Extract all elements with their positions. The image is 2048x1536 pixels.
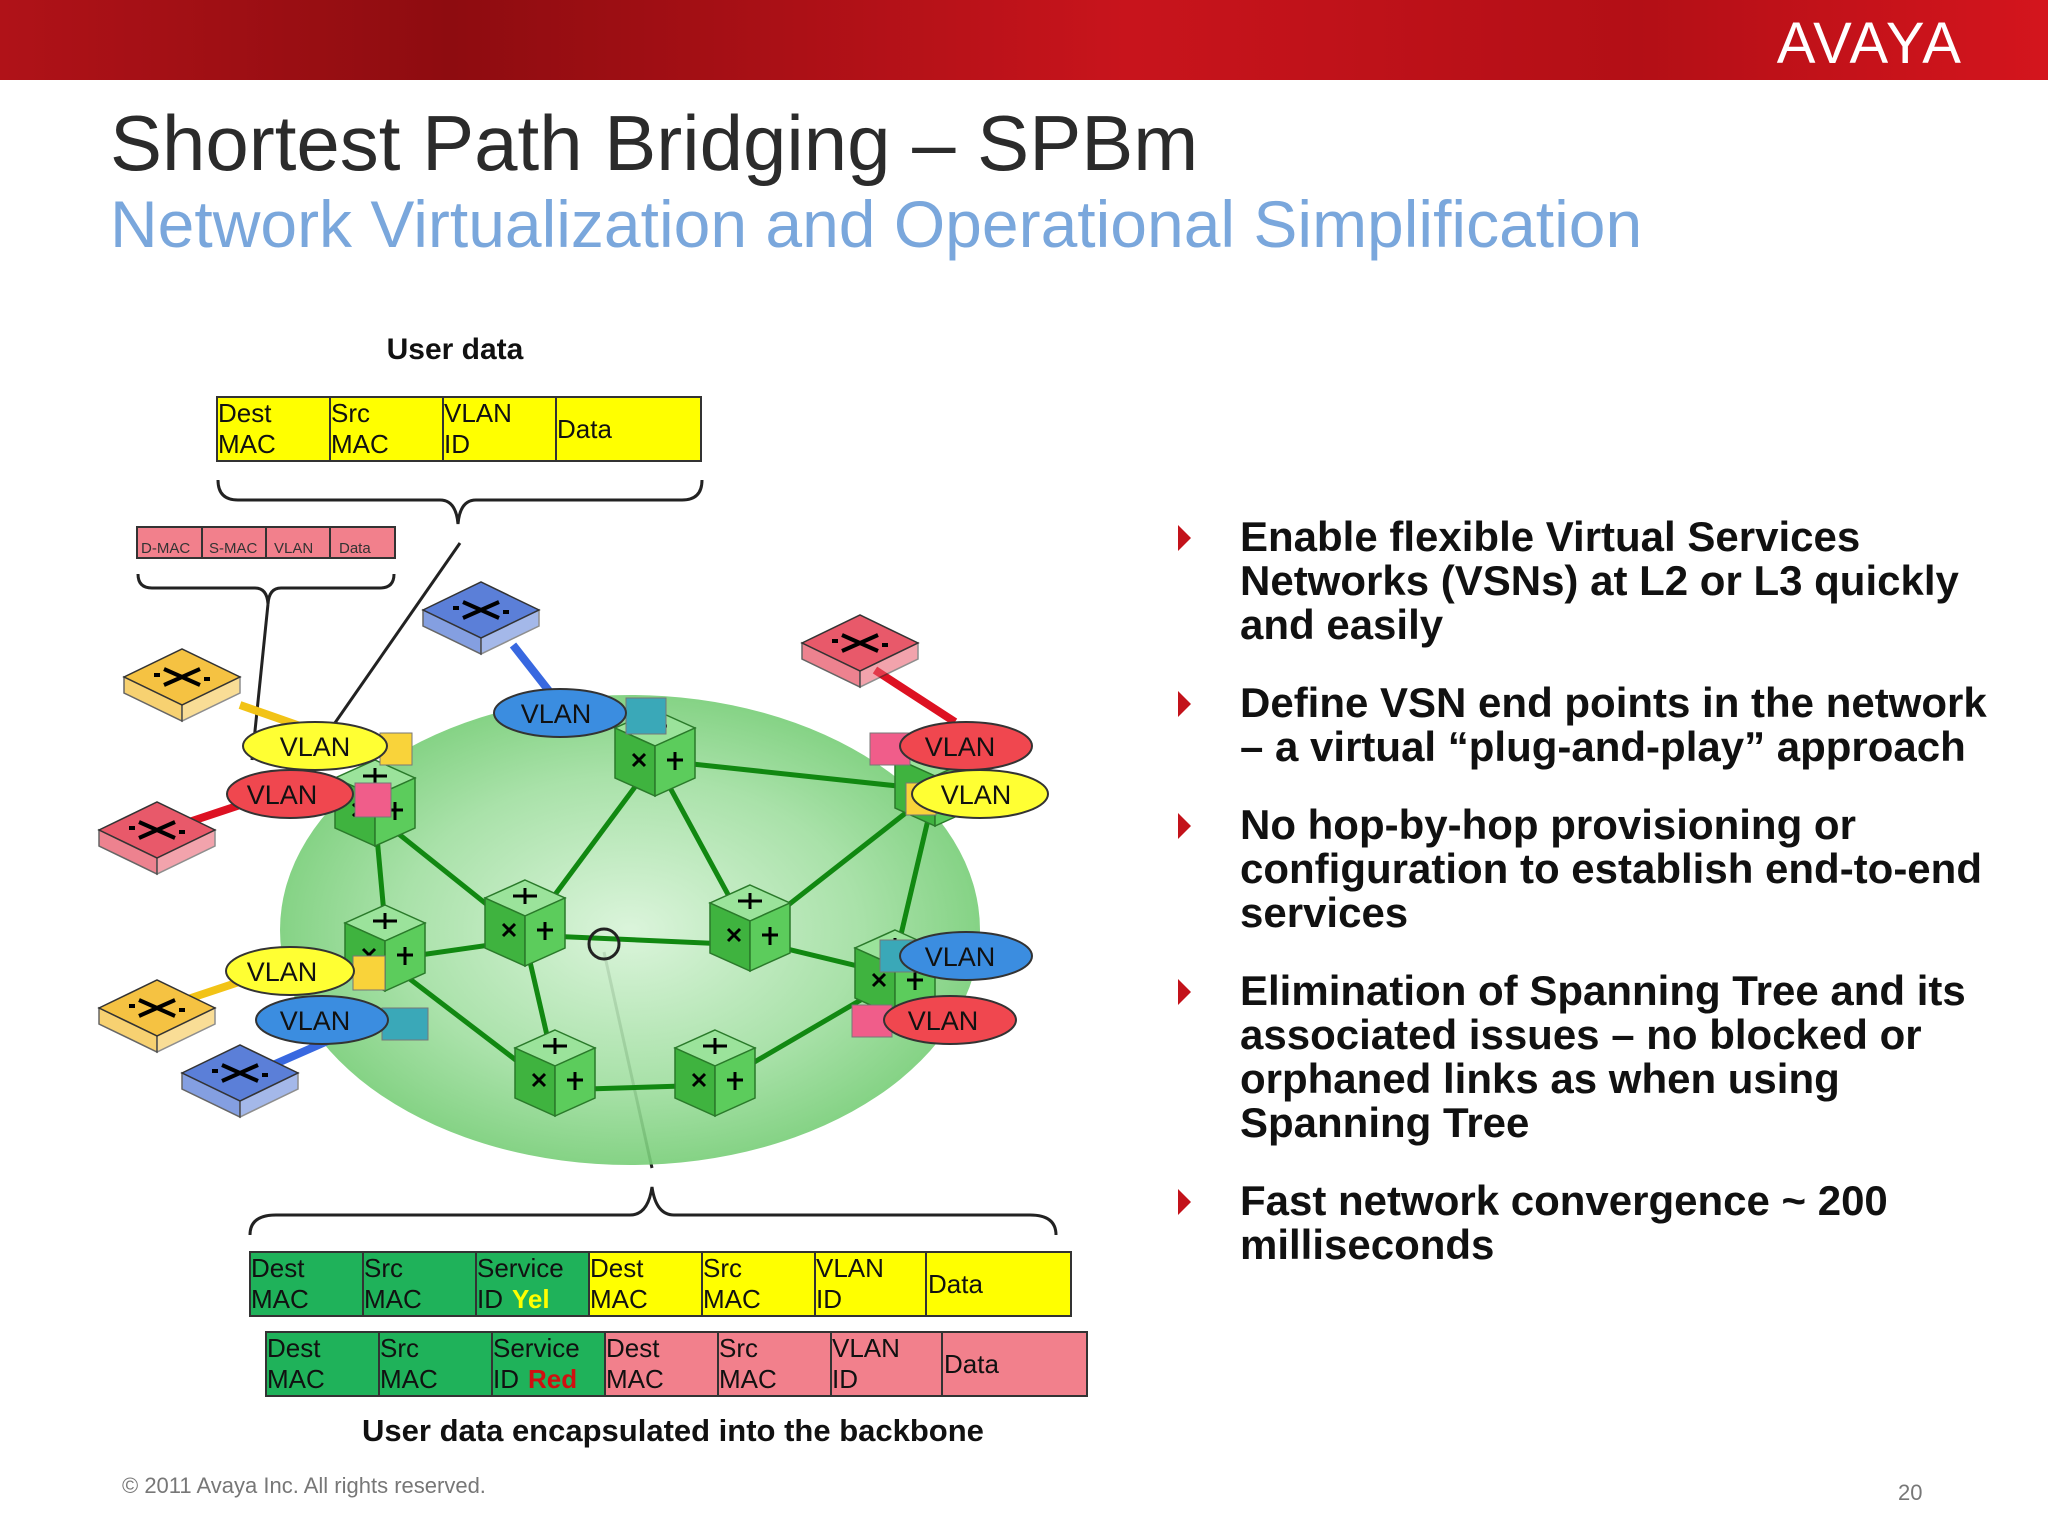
svg-text:VLAN: VLAN	[941, 780, 1012, 810]
bullet-item: Fast network convergence ~ 200 milliseco…	[1170, 1179, 2000, 1267]
svg-text:MAC: MAC	[606, 1364, 664, 1394]
small-edge-frame: D-MAC S-MAC VLAN Data	[136, 526, 396, 559]
core-switch-8	[513, 1028, 597, 1118]
page-title: Shortest Path Bridging – SPBm	[110, 99, 1199, 187]
svg-text:VLAN: VLAN	[247, 957, 318, 987]
edge-switch-blue-top	[421, 580, 541, 656]
backbone-link-highlight	[587, 927, 621, 961]
svg-text:Src: Src	[364, 1253, 403, 1283]
svg-text:VLAN: VLAN	[521, 699, 592, 729]
vlan-red-top-left: VLAN	[226, 769, 354, 819]
svg-text:MAC: MAC	[251, 1284, 309, 1314]
core-switch-6	[708, 883, 792, 973]
small-frame-data: Data	[339, 540, 371, 557]
backbone-brace	[248, 1186, 1058, 1236]
svg-text:ID: ID	[477, 1284, 503, 1314]
core-switch-5	[483, 878, 567, 968]
svg-text:VLAN: VLAN	[908, 1006, 979, 1036]
user-frame-cell-1b: MAC	[218, 429, 276, 459]
user-frame-cell-2a: Src	[331, 398, 370, 428]
encapsulated-label: User data encapsulated into the backbone	[362, 1413, 984, 1448]
vlan-red-bottom-right: VLAN	[883, 995, 1017, 1045]
user-frame-cell-3b: ID	[444, 429, 470, 459]
vlan-red-top-right: VLAN	[899, 721, 1033, 771]
svg-text:Src: Src	[703, 1253, 742, 1283]
spbm-network-diagram: User data Dest MAC Src MAC VLAN ID Data …	[97, 333, 1088, 1448]
page-subtitle: Network Virtualization and Operational S…	[110, 187, 1643, 261]
svg-text:Data: Data	[944, 1349, 999, 1379]
svg-text:MAC: MAC	[719, 1364, 777, 1394]
svg-text:Data: Data	[928, 1269, 983, 1299]
edge-switch-pink-left	[97, 800, 217, 876]
bullet-arrow-icon	[1178, 1189, 1191, 1215]
svg-text:VLAN: VLAN	[280, 732, 351, 762]
svg-text:ID: ID	[832, 1364, 858, 1394]
svg-text:ID: ID	[493, 1364, 519, 1394]
user-frame-cell-2b: MAC	[331, 429, 389, 459]
vlan-blue-top: VLAN	[493, 688, 627, 738]
avaya-logo: AVAYA	[1776, 11, 1963, 76]
svg-text:MAC: MAC	[380, 1364, 438, 1394]
bullet-arrow-icon	[1178, 813, 1191, 839]
small-frame-vlan: VLAN	[274, 540, 313, 557]
user-frame-cell-1a: Dest	[218, 398, 272, 428]
user-frame-cell-4a: Data	[557, 414, 612, 444]
svg-text:Dest: Dest	[251, 1253, 305, 1283]
svg-text:VLAN: VLAN	[247, 780, 318, 810]
bullet-item: Enable flexible Virtual Services Network…	[1170, 515, 2000, 647]
bullet-arrow-icon	[1178, 525, 1191, 551]
small-frame-brace	[136, 573, 396, 605]
edge-switch-blue-bottom	[180, 1043, 300, 1119]
vlan-yellow-bottom-left: VLAN	[225, 946, 355, 996]
page-number: 20	[1898, 1480, 1923, 1505]
user-data-frame: Dest MAC Src MAC VLAN ID Data	[216, 396, 702, 462]
svg-text:MAC: MAC	[364, 1284, 422, 1314]
svg-text:VLAN: VLAN	[280, 1006, 351, 1036]
bullet-item: Elimination of Spanning Tree and its ass…	[1170, 969, 2000, 1145]
user-data-label: User data	[387, 333, 524, 366]
user-data-brace	[216, 479, 704, 525]
bullet-arrow-icon	[1178, 979, 1191, 1005]
backbone-cloud	[280, 695, 980, 1165]
user-frame-cell-3a: VLAN	[444, 398, 512, 428]
svg-text:MAC: MAC	[267, 1364, 325, 1394]
vlan-yellow-top-left: VLAN	[242, 721, 388, 771]
svg-text:VLAN: VLAN	[925, 942, 996, 972]
core-switch-9	[673, 1028, 757, 1118]
svg-text:Src: Src	[719, 1333, 758, 1363]
copyright: © 2011 Avaya Inc. All rights reserved.	[122, 1473, 486, 1498]
svg-text:Dest: Dest	[590, 1253, 644, 1283]
svg-text:Src: Src	[380, 1333, 419, 1363]
small-frame-dmac: D-MAC	[141, 540, 190, 557]
backbone-frame-red: Dest MAC Src MAC Service ID Red Dest MAC…	[265, 1331, 1088, 1397]
service-id-tag-yel: Yel	[512, 1284, 550, 1314]
svg-text:MAC: MAC	[703, 1284, 761, 1314]
svg-text:ID: ID	[816, 1284, 842, 1314]
bullet-arrow-icon	[1178, 691, 1191, 717]
bullet-item: Define VSN end points in the network – a…	[1170, 681, 2000, 769]
svg-text:VLAN: VLAN	[816, 1253, 884, 1283]
svg-text:Service: Service	[493, 1333, 580, 1363]
edge-switch-yellow-bottom	[97, 978, 217, 1054]
vlan-blue-bottom-right: VLAN	[899, 931, 1033, 981]
vlan-yellow-top-right: VLAN	[911, 769, 1049, 819]
top-banner: AVAYA	[0, 0, 2048, 80]
vlan-blue-bottom-left: VLAN	[255, 995, 389, 1045]
svg-text:VLAN: VLAN	[832, 1333, 900, 1363]
backbone-frame-yel: Dest MAC Src MAC Service ID Yel Dest MAC…	[249, 1251, 1072, 1317]
edge-switch-pink-right	[800, 613, 920, 689]
small-frame-smac: S-MAC	[209, 540, 258, 557]
service-id-tag-red: Red	[528, 1364, 577, 1394]
svg-text:Dest: Dest	[606, 1333, 660, 1363]
edge-switch-yellow-top	[122, 647, 242, 723]
svg-text:VLAN: VLAN	[925, 732, 996, 762]
svg-text:MAC: MAC	[590, 1284, 648, 1314]
svg-text:Dest: Dest	[267, 1333, 321, 1363]
bullet-item: No hop-by-hop provisioning or configurat…	[1170, 803, 2000, 935]
bullet-list: Enable flexible Virtual Services Network…	[1170, 515, 2000, 1301]
svg-text:Service: Service	[477, 1253, 564, 1283]
